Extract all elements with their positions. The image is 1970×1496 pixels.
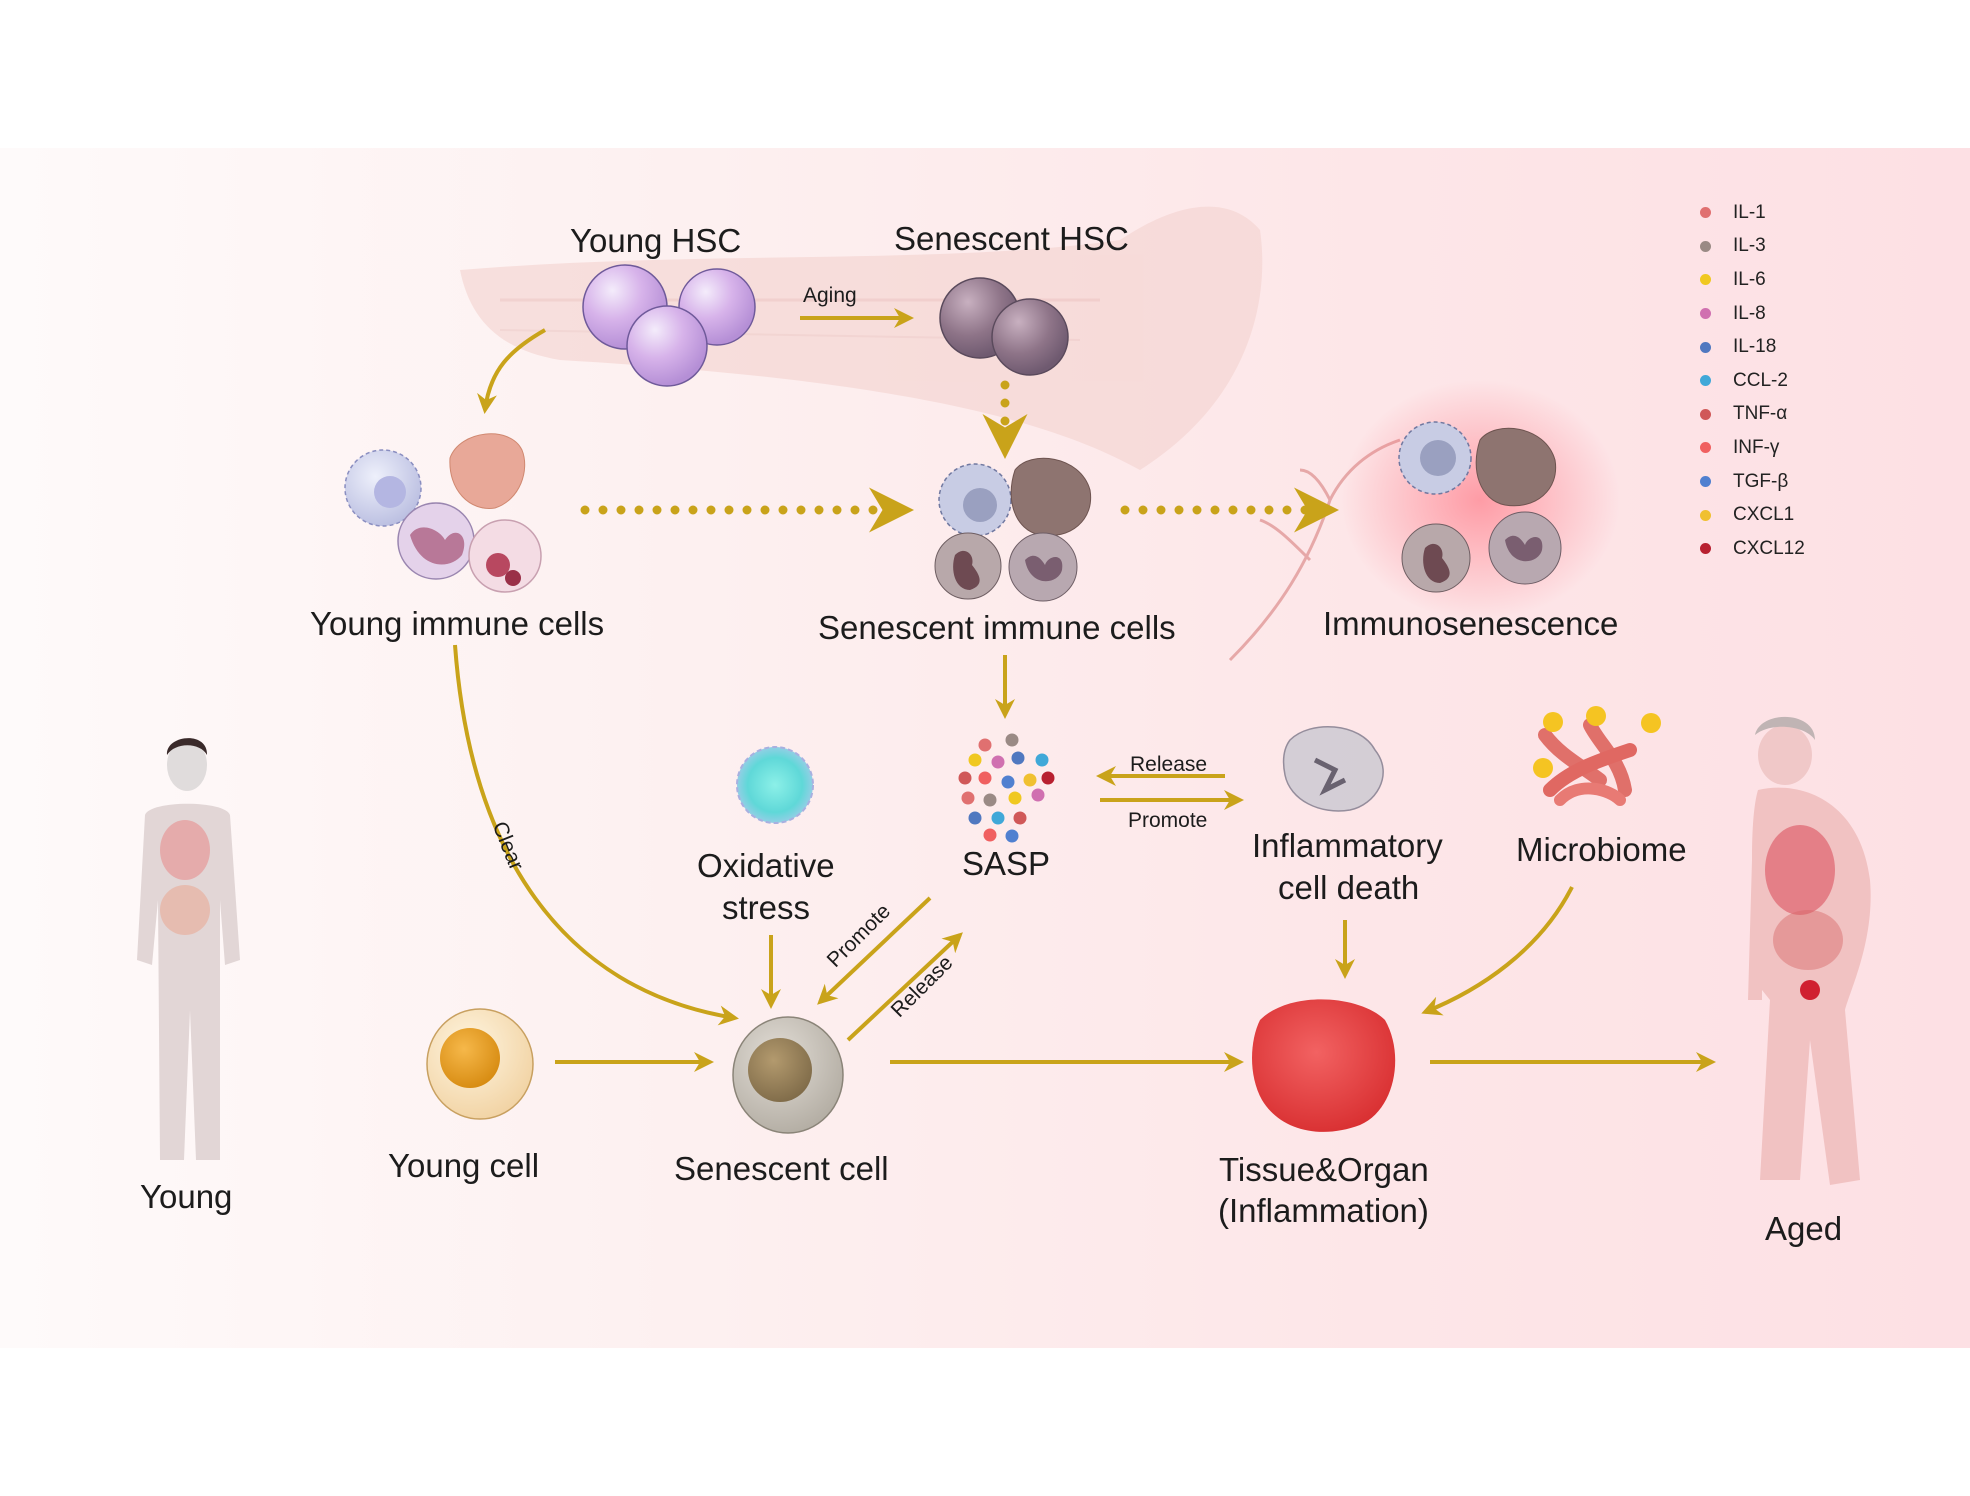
microbiome-illustration bbox=[1533, 706, 1661, 806]
arrow-release-diag bbox=[846, 932, 963, 1042]
sasp-dot bbox=[968, 811, 982, 825]
legend-label: IL-1 bbox=[1733, 201, 1766, 223]
legend-label: IL-18 bbox=[1733, 336, 1777, 358]
legend-label: TNF-α bbox=[1733, 403, 1788, 425]
legend-label: IL-3 bbox=[1733, 235, 1766, 257]
legend-color-dot bbox=[1700, 207, 1711, 219]
pathway-arrows bbox=[453, 308, 1716, 1072]
label-young-hsc: Young HSC bbox=[570, 222, 742, 259]
legend-label: TGF-β bbox=[1733, 470, 1789, 492]
label-promote-bottom: Promote bbox=[1128, 809, 1208, 832]
sasp-dot bbox=[983, 828, 997, 842]
legend-label: IL-6 bbox=[1733, 268, 1766, 290]
label-tissue-line1: Tissue&Organ bbox=[1219, 1151, 1429, 1188]
label-oxidative-stress-line1: Oxidative bbox=[697, 847, 835, 884]
sasp-dot bbox=[978, 738, 992, 752]
legend-color-dot bbox=[1700, 543, 1711, 555]
arrow-hsc-to-young-immune bbox=[477, 328, 546, 414]
legend-color-dot bbox=[1700, 375, 1711, 387]
sasp-dot bbox=[961, 791, 975, 805]
legend-item: IL-8 bbox=[1700, 297, 1805, 331]
label-senescent-hsc: Senescent HSC bbox=[894, 220, 1129, 257]
arrow-microbiome-to-tissue bbox=[1421, 886, 1574, 1016]
label-tissue-line2: (Inflammation) bbox=[1218, 1192, 1429, 1229]
legend-item: IL-18 bbox=[1700, 330, 1805, 364]
sasp-dot bbox=[958, 771, 972, 785]
legend-color-dot bbox=[1700, 509, 1711, 521]
senescent-cell-illustration bbox=[732, 1016, 844, 1134]
tissue-organ-illustration bbox=[1252, 999, 1396, 1132]
label-oxidative-stress-line2: stress bbox=[722, 889, 811, 926]
legend-label: CCL-2 bbox=[1733, 369, 1788, 391]
sasp-dot bbox=[1008, 791, 1022, 805]
label-senescent-immune-cells: Senescent immune cells bbox=[818, 609, 1176, 646]
legend-item: IL-3 bbox=[1700, 230, 1805, 264]
sasp-dot bbox=[1023, 773, 1037, 787]
legend-item: TNF-α bbox=[1700, 398, 1805, 432]
sasp-dot bbox=[1041, 771, 1055, 785]
legend-item: IL-1 bbox=[1700, 196, 1805, 230]
young-immune-cells bbox=[344, 433, 542, 593]
label-young: Young bbox=[140, 1178, 233, 1215]
arrow-promote-diag bbox=[817, 896, 932, 1005]
sasp-dot bbox=[1035, 753, 1049, 767]
legend-color-dot bbox=[1700, 442, 1711, 454]
oxidative-stress-illustration bbox=[736, 746, 814, 824]
sasp-dot bbox=[991, 755, 1005, 769]
label-sasp: SASP bbox=[962, 845, 1051, 882]
inflammatory-cell-death-illustration bbox=[1282, 725, 1384, 812]
label-senescent-cell: Senescent cell bbox=[674, 1150, 889, 1187]
label-aged: Aged bbox=[1765, 1210, 1843, 1247]
sasp-dot bbox=[991, 811, 1005, 825]
legend-color-dot bbox=[1700, 240, 1711, 252]
legend-item: CCL-2 bbox=[1700, 364, 1805, 398]
arrow-clear bbox=[453, 644, 739, 1026]
label-inflammatory-line1: Inflammatory bbox=[1252, 827, 1443, 864]
sasp-dot bbox=[1013, 811, 1027, 825]
aged-human-figure bbox=[1748, 716, 1871, 1185]
legend-item: CXCL12 bbox=[1700, 532, 1805, 566]
senescent-immune-cells bbox=[934, 457, 1092, 602]
sasp-dot bbox=[1001, 775, 1015, 789]
young-cell-illustration bbox=[426, 1008, 534, 1120]
sasp-dot bbox=[1005, 733, 1019, 747]
label-young-cell: Young cell bbox=[388, 1147, 540, 1184]
sasp-dot bbox=[978, 771, 992, 785]
label-immunosenescence: Immunosenescence bbox=[1323, 605, 1619, 642]
label-young-immune-cells: Young immune cells bbox=[310, 605, 605, 642]
sasp-cytokine-cluster bbox=[958, 733, 1055, 843]
legend-item: TGF-β bbox=[1700, 465, 1805, 499]
legend-label: CXCL12 bbox=[1733, 537, 1805, 559]
sasp-dot bbox=[1031, 788, 1045, 802]
legend-item: IL-6 bbox=[1700, 263, 1805, 297]
young-hsc-cells bbox=[582, 264, 756, 387]
legend-label: INF-γ bbox=[1733, 436, 1780, 458]
legend-label: IL-8 bbox=[1733, 302, 1766, 324]
immunosenescence-cells bbox=[1340, 380, 1620, 620]
label-aging: Aging bbox=[803, 284, 857, 307]
sasp-dot bbox=[1005, 829, 1019, 843]
young-human-figure bbox=[137, 738, 240, 1160]
legend-color-dot bbox=[1700, 274, 1711, 286]
legend-label: CXCL1 bbox=[1733, 504, 1795, 526]
label-microbiome: Microbiome bbox=[1516, 831, 1687, 868]
legend-item: CXCL1 bbox=[1700, 498, 1805, 532]
legend-color-dot bbox=[1700, 476, 1711, 488]
senescent-hsc-cells bbox=[939, 277, 1069, 376]
sasp-dot bbox=[968, 753, 982, 767]
label-inflammatory-line2: cell death bbox=[1278, 869, 1420, 906]
legend-color-dot bbox=[1700, 308, 1711, 320]
sasp-dot bbox=[1011, 751, 1025, 765]
sasp-dot bbox=[983, 793, 997, 807]
legend-item: INF-γ bbox=[1700, 431, 1805, 465]
legend-color-dot bbox=[1700, 341, 1711, 353]
label-release-top: Release bbox=[1130, 753, 1208, 776]
legend-color-dot bbox=[1700, 408, 1711, 420]
